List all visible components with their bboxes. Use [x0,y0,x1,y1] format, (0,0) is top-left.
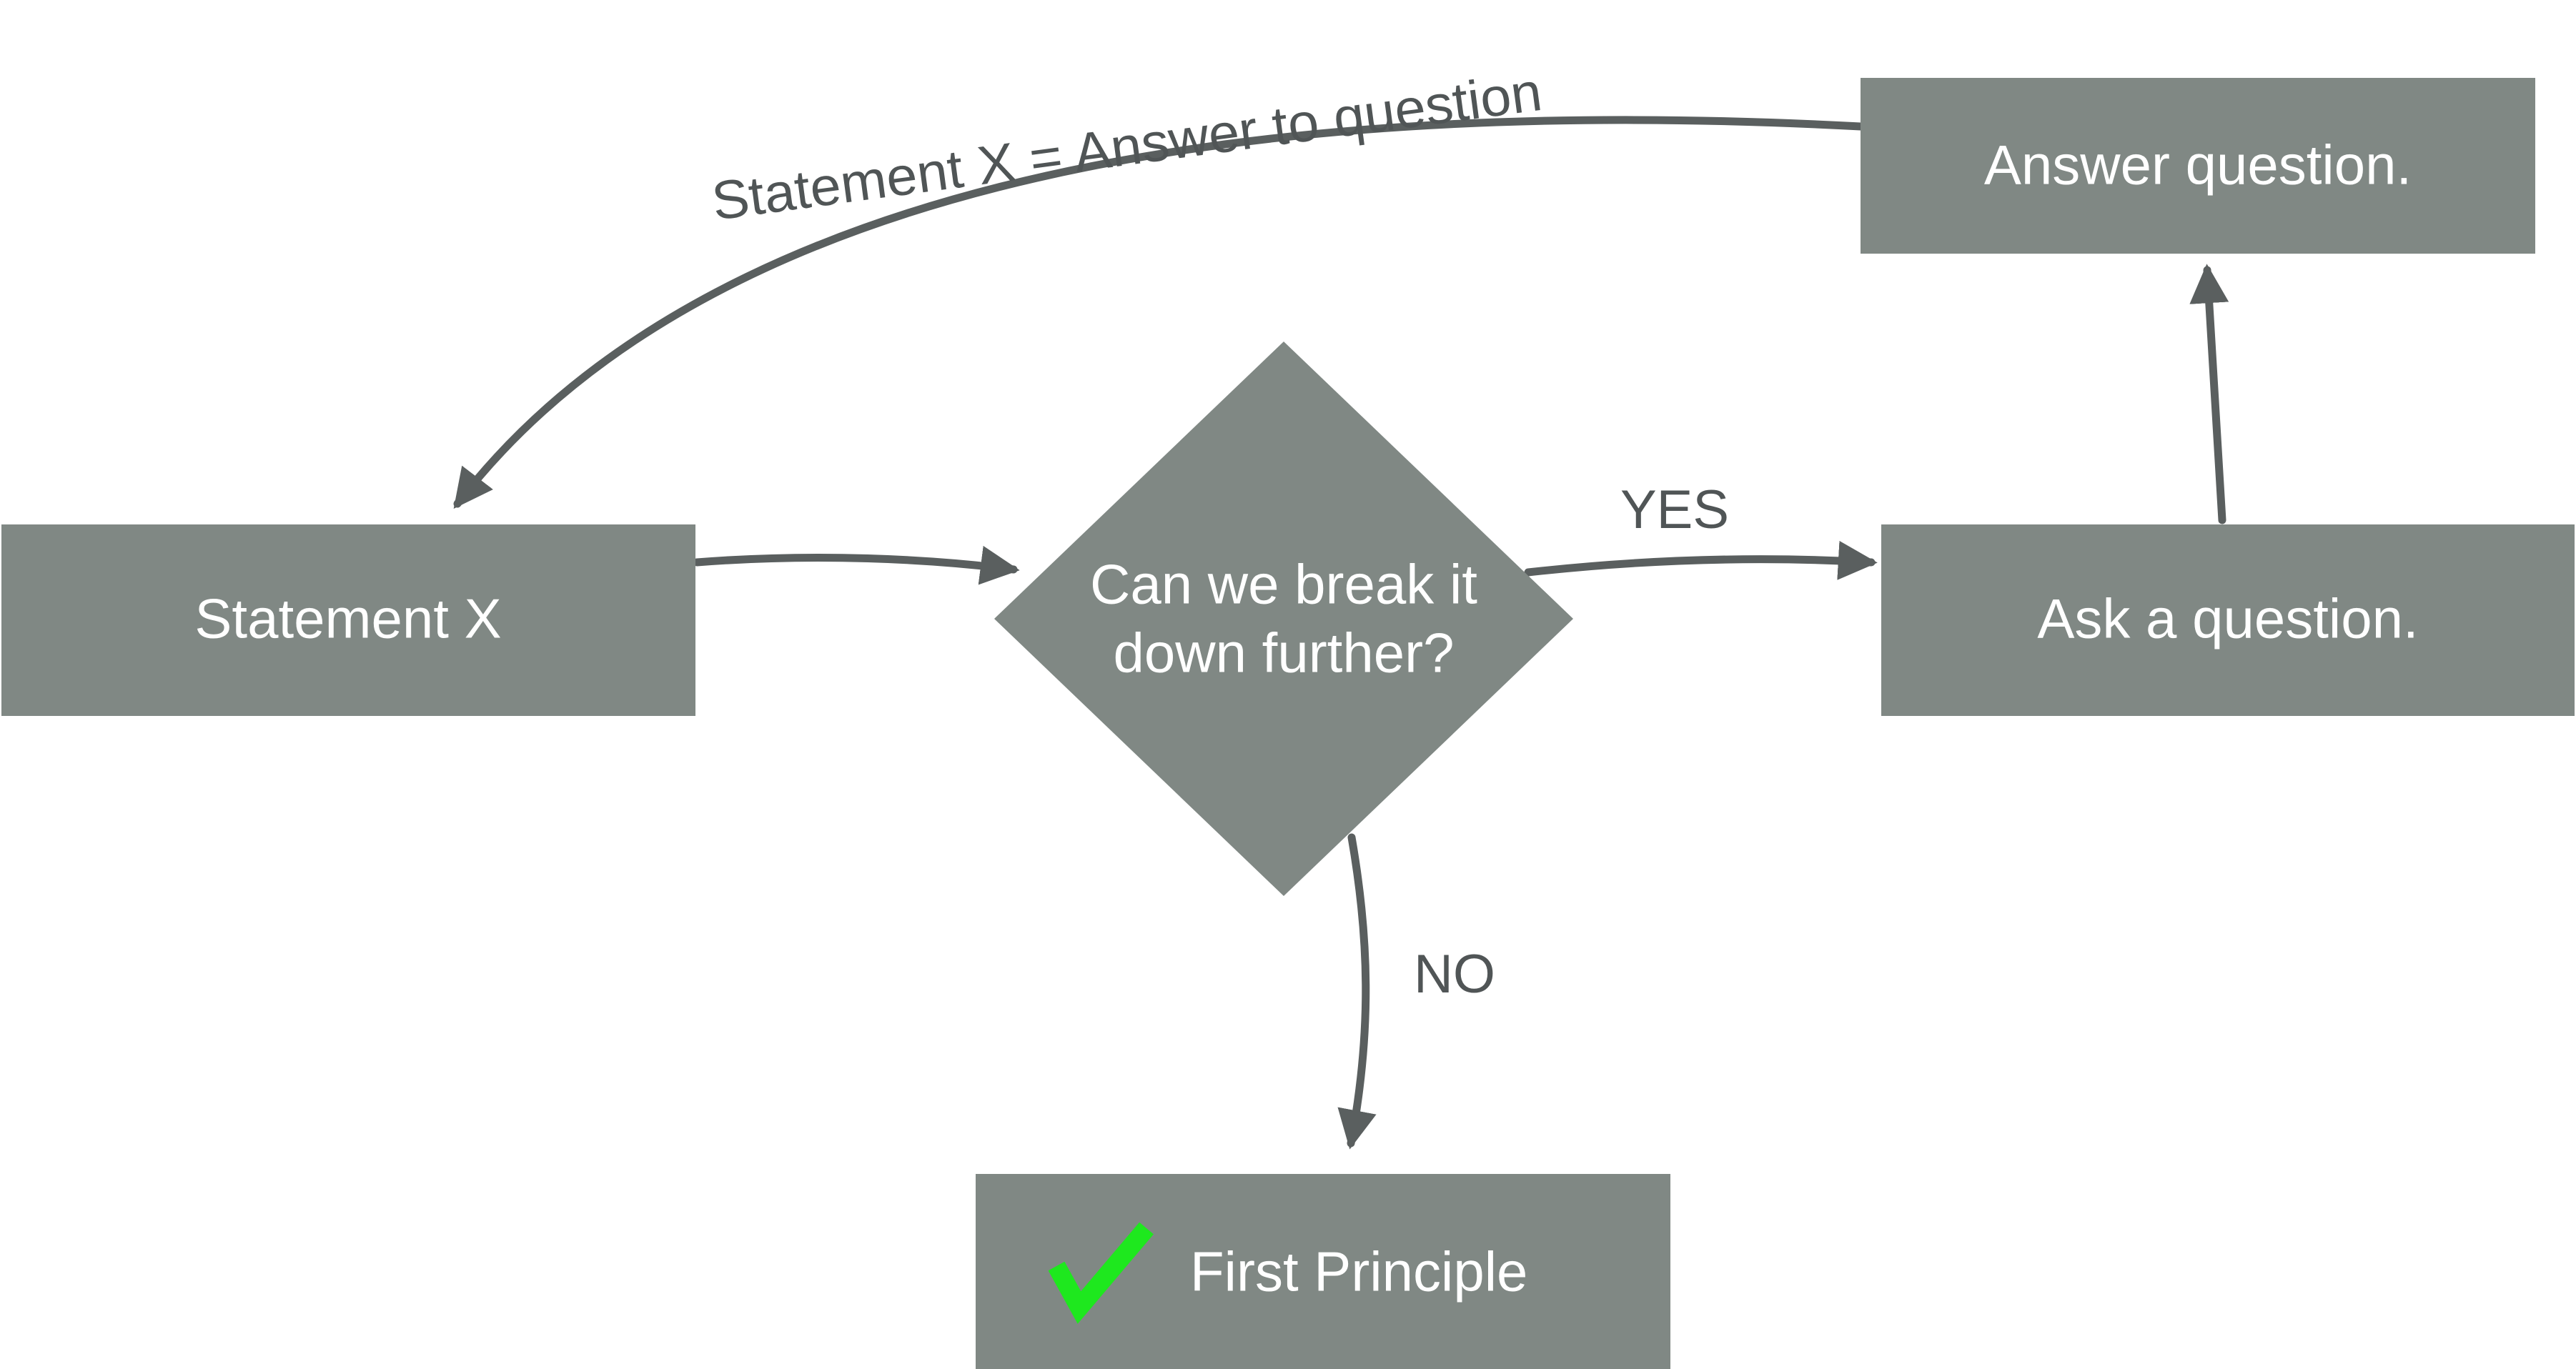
edge-label-loop: Statement X = Answer to question [708,61,1545,232]
edge-label-no: NO [1414,944,1495,1005]
node-answer-question: Answer question. [1861,78,2535,254]
node-decision-label-line-2: down further? [1114,622,1455,684]
node-first-principle: First Principle [976,1174,1670,1369]
node-first-principle-box [976,1174,1670,1369]
check-icon [1048,1222,1154,1324]
edge-answer-to-statement-loop [453,116,1865,509]
edge-label-yes: YES [1620,479,1729,540]
node-statement-x-label: Statement X [194,587,501,650]
node-statement-x-box [1,524,695,716]
node-decision-label-line-1: Can we break it [1090,553,1477,616]
node-answer-question-box [1861,78,2535,254]
node-first-principle-label: First Principle [1190,1240,1527,1303]
node-decision-diamond [994,342,1573,896]
edge-decision-to-first-principle-no [1337,833,1377,1150]
node-ask-question: Ask a question. [1881,524,2575,716]
node-ask-question-label: Ask a question. [2037,587,2418,650]
edge-ask-to-answer [2189,264,2229,524]
node-decision: Can we break it down further? [994,342,1573,896]
node-ask-question-box [1881,524,2575,716]
edge-statement-to-decision [693,545,1020,585]
node-statement-x: Statement X [1,524,695,716]
node-answer-question-label: Answer question. [1984,134,2412,196]
edge-decision-to-ask-yes [1524,540,1878,580]
